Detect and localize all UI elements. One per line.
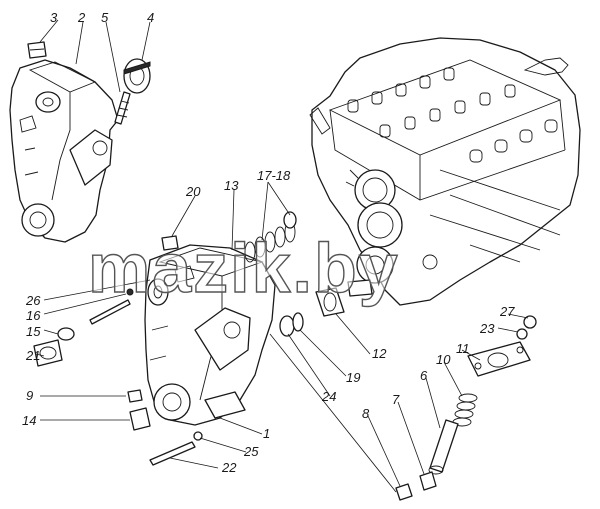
callout-4: 4 [147, 10, 154, 25]
springs-17-18 [244, 221, 296, 263]
callout-11: 11 [456, 341, 470, 356]
callout-2: 2 [77, 10, 86, 25]
callout-10: 10 [436, 352, 451, 367]
stud-5 [114, 91, 131, 125]
callout-7: 7 [392, 392, 400, 407]
callout-12: 12 [372, 346, 387, 361]
callout-8: 8 [362, 406, 370, 421]
coupling-12 [315, 287, 345, 317]
callout-26: 26 [25, 293, 41, 308]
bolt-22 [149, 441, 196, 466]
callout-17-18: 17-18 [257, 168, 291, 183]
cap-14 [129, 407, 151, 431]
plunger-6 [428, 419, 459, 475]
callout-16: 16 [26, 308, 41, 323]
callout-1: 1 [263, 426, 270, 441]
roller-8 [395, 483, 413, 501]
callout-labels: 3 2 5 4 20 13 17-18 26 16 15 21 9 14 1 2… [22, 10, 515, 475]
plug-21 [33, 339, 63, 367]
callout-24: 24 [321, 389, 336, 404]
callout-23: 23 [479, 321, 495, 336]
callout-15: 15 [26, 324, 41, 339]
bearing-4 [123, 58, 151, 94]
callout-27: 27 [499, 304, 515, 319]
callout-22: 22 [221, 460, 237, 475]
callout-14: 14 [22, 413, 36, 428]
callout-21: 21 [25, 348, 40, 363]
callout-9: 9 [26, 388, 33, 403]
callout-3: 3 [50, 10, 58, 25]
spring-10 [452, 393, 478, 427]
plug-3 [27, 41, 47, 59]
callout-19: 19 [346, 370, 360, 385]
bolt-16 [89, 299, 131, 325]
engine-block [309, 37, 581, 306]
ring-15 [57, 327, 75, 341]
washer-23 [516, 328, 528, 340]
callout-6: 6 [420, 368, 428, 383]
pump-housing-upper [9, 59, 119, 243]
flange-11 [467, 341, 531, 377]
callout-13: 13 [224, 178, 239, 193]
pump-housing-main [144, 244, 276, 426]
ring-19 [292, 312, 304, 332]
washer-25 [193, 431, 203, 441]
callout-5: 5 [101, 10, 109, 25]
leader-lines [35, 19, 529, 493]
washer-26 [126, 288, 134, 296]
screw-9 [127, 389, 143, 403]
callout-20: 20 [185, 184, 201, 199]
ball-18 [283, 211, 297, 229]
callout-25: 25 [243, 444, 259, 459]
pin-7 [419, 471, 437, 491]
ring-24 [279, 315, 295, 337]
nut-27 [523, 315, 537, 329]
watermark-text: mazik.by [88, 229, 400, 307]
plug-20 [161, 235, 179, 251]
